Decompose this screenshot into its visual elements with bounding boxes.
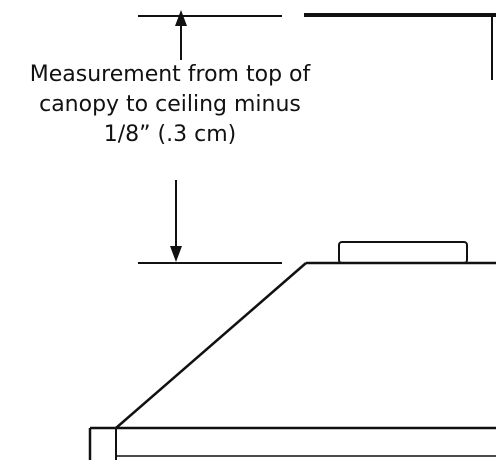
- callout-line-3: 1/8” (.3 cm): [103, 122, 237, 147]
- canopy-collar: [338, 241, 468, 264]
- hood-base: [88, 426, 496, 460]
- canopy-slanted-side: [115, 262, 307, 429]
- callout-line-1: Measurement from top of: [29, 62, 311, 87]
- callout-line-2: canopy to ceiling minus: [39, 92, 301, 117]
- upper-dimension-arrow: [175, 10, 187, 60]
- lower-dimension-arrow: [170, 180, 182, 262]
- measurement-callout: Measurement from top of canopy to ceilin…: [0, 60, 340, 150]
